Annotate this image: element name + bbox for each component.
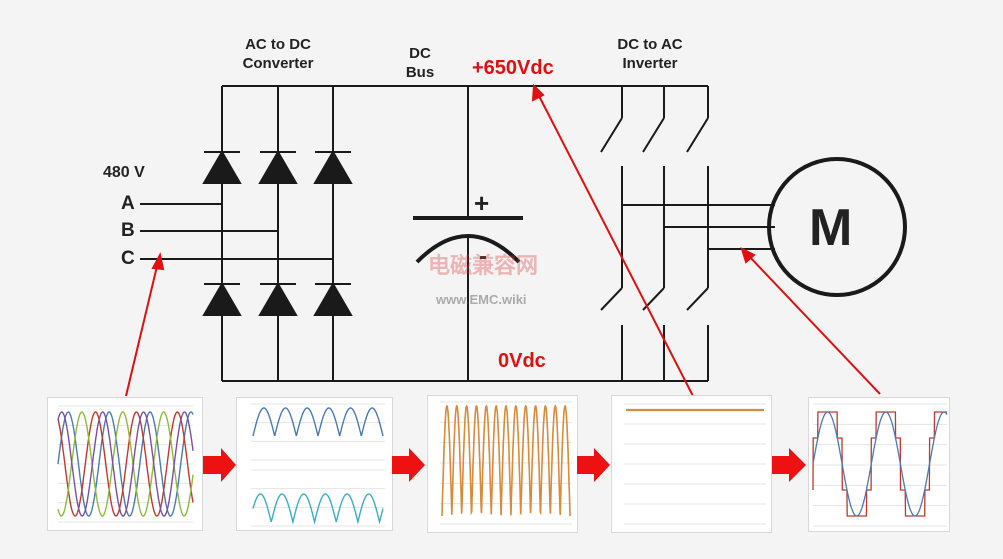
phase-c-label: C — [121, 248, 135, 269]
diode-upper-c — [313, 150, 353, 184]
arrow-to-motor-feed — [746, 253, 881, 395]
input-voltage-label: 480 V — [103, 164, 145, 181]
capacitor-curved-plate — [415, 234, 521, 264]
rectified-halves-chart — [236, 397, 393, 531]
phase-a-label: A — [121, 193, 135, 214]
dc-bus-label: DC Bus — [405, 45, 435, 81]
ripple-wave — [441, 404, 571, 517]
phase-b-label: B — [121, 220, 135, 241]
inverter-output-chart — [808, 397, 950, 532]
arrow-to-dc-bus — [536, 91, 694, 397]
phase-wave-green — [57, 411, 194, 517]
flow-arrow-2 — [392, 448, 425, 482]
watermark-url: www.EMC.wiki — [436, 292, 527, 307]
diode-upper-a — [202, 150, 242, 184]
diode-lower-b — [258, 282, 298, 316]
phase-wave-blue — [57, 411, 194, 517]
flow-arrow-3 — [577, 448, 610, 482]
dc-bus-chart — [611, 395, 772, 533]
capacitor-plus-label: + — [474, 188, 490, 218]
dc-ac-inverter-label: DC to AC Inverter — [617, 36, 683, 72]
flow-arrow-1 — [203, 448, 236, 482]
arrow-to-input — [125, 261, 159, 397]
diode-lower-a — [202, 282, 242, 316]
sine-output-wave — [812, 411, 948, 517]
diode-lower-c — [313, 282, 353, 316]
zero-rail-label: 0Vdc — [498, 350, 546, 372]
ac-dc-converter-label: AC to DC Converter — [242, 36, 314, 72]
phase-wave-purple — [57, 411, 194, 517]
flow-arrow-4 — [772, 448, 806, 482]
motor-circle — [767, 157, 907, 297]
circuit-schematic — [125, 83, 907, 397]
upper-rectified-wave — [252, 407, 384, 437]
three-phase-ac-chart — [47, 397, 203, 531]
positive-rail-label: +650Vdc — [472, 57, 554, 79]
diode-upper-b — [258, 150, 298, 184]
lower-rectified-wave — [252, 493, 384, 525]
capacitor-minus-label: - — [479, 243, 487, 270]
rectified-ripple-chart — [427, 395, 578, 533]
stepped-output-wave — [812, 411, 947, 517]
watermark-cn: 电磁兼容网 — [428, 253, 539, 278]
motor-label: M — [809, 199, 853, 257]
